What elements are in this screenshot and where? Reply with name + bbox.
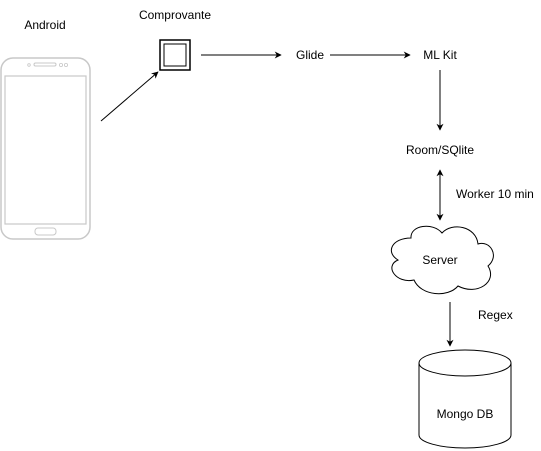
- server-label: Server: [422, 253, 457, 267]
- mongo-label: Mongo DB: [437, 407, 494, 421]
- room-node-label[interactable]: Room/SQlite: [406, 143, 474, 157]
- document-square-icon: [159, 39, 191, 71]
- cloud-icon: [390, 225, 494, 295]
- mongo-node[interactable]: Mongo DB: [418, 349, 512, 449]
- smartphone-icon: [0, 57, 91, 240]
- android-node[interactable]: Android: [0, 18, 91, 240]
- database-cylinder-icon: [418, 349, 512, 449]
- android-label: Android: [24, 18, 65, 32]
- glide-node-label[interactable]: Glide: [296, 48, 324, 62]
- comprovante-label: Comprovante: [139, 8, 211, 22]
- edge-android-comprovante: [100, 71, 159, 122]
- edge-server-mongo-label: Regex: [478, 308, 513, 322]
- mlkit-node-label[interactable]: ML Kit: [423, 48, 457, 62]
- server-node[interactable]: Server: [390, 225, 494, 295]
- edge-room-server-label: Worker 10 min: [456, 187, 534, 201]
- comprovante-node[interactable]: Comprovante: [139, 8, 211, 71]
